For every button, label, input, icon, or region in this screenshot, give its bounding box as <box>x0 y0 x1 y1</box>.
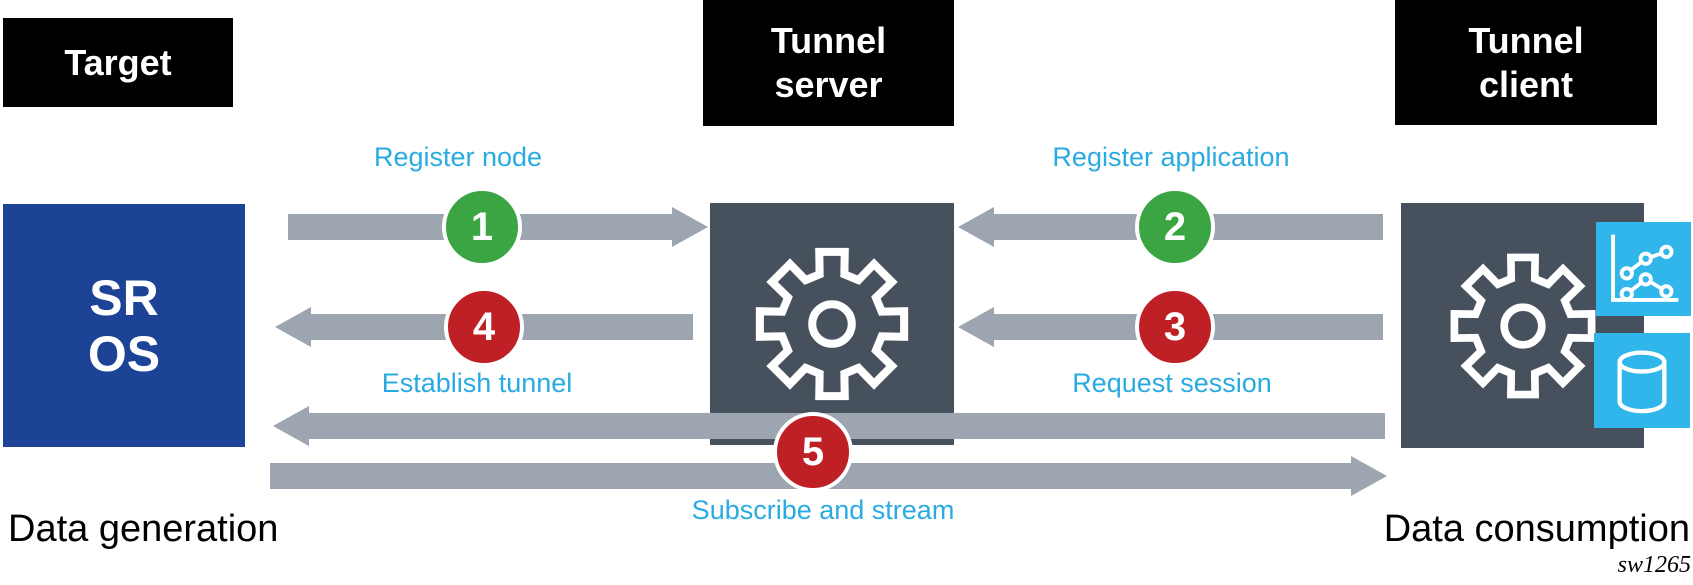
gear-icon <box>755 247 909 401</box>
label-register-node: Register node <box>373 142 543 172</box>
label-subscribe-and-stream: Subscribe and stream <box>691 495 955 525</box>
header-label-tunnel-client: Tunnel client <box>1468 19 1584 105</box>
database-icon <box>1617 349 1667 413</box>
database-icon-square <box>1594 333 1690 428</box>
label-data-generation: Data generation <box>8 508 279 550</box>
label-register-application: Register application <box>1052 142 1290 172</box>
step-number: 5 <box>801 429 825 474</box>
arrow-head-icon <box>275 307 311 347</box>
figure-id: sw1265 <box>1617 552 1691 578</box>
chart-icon-square <box>1596 222 1691 316</box>
sros-node-box: SR OS <box>3 204 245 447</box>
header-box-target: Target <box>3 18 233 107</box>
sros-label: SR OS <box>87 269 161 382</box>
header-box-tunnel-client: Tunnel client <box>1395 0 1657 125</box>
step-number: 1 <box>470 204 494 249</box>
arrow-head-icon <box>672 207 708 247</box>
arrow-head-icon <box>958 307 994 347</box>
header-label-target: Target <box>64 41 172 83</box>
arrow-head-icon <box>273 406 309 446</box>
header-box-tunnel-server: Tunnel server <box>703 0 954 126</box>
step-number: 2 <box>1163 204 1187 249</box>
step-number: 4 <box>472 304 496 349</box>
step-circle-5: 5 <box>773 412 853 492</box>
tunnel-server-node-box <box>710 203 954 445</box>
gear-icon <box>1450 253 1595 398</box>
step-circle-4: 4 <box>444 287 524 367</box>
step-circle-3: 3 <box>1135 287 1215 367</box>
label-request-session: Request session <box>1072 368 1272 398</box>
step-circle-2: 2 <box>1135 187 1215 267</box>
line-chart-icon <box>1610 234 1678 302</box>
step-circle-1: 1 <box>442 187 522 267</box>
header-label-tunnel-server: Tunnel server <box>770 20 887 105</box>
arrow-head-icon <box>1351 456 1387 496</box>
label-data-consumption: Data consumption <box>1383 508 1690 550</box>
arrow-head-icon <box>958 207 994 247</box>
step-number: 3 <box>1163 304 1187 349</box>
label-establish-tunnel: Establish tunnel <box>381 368 573 398</box>
